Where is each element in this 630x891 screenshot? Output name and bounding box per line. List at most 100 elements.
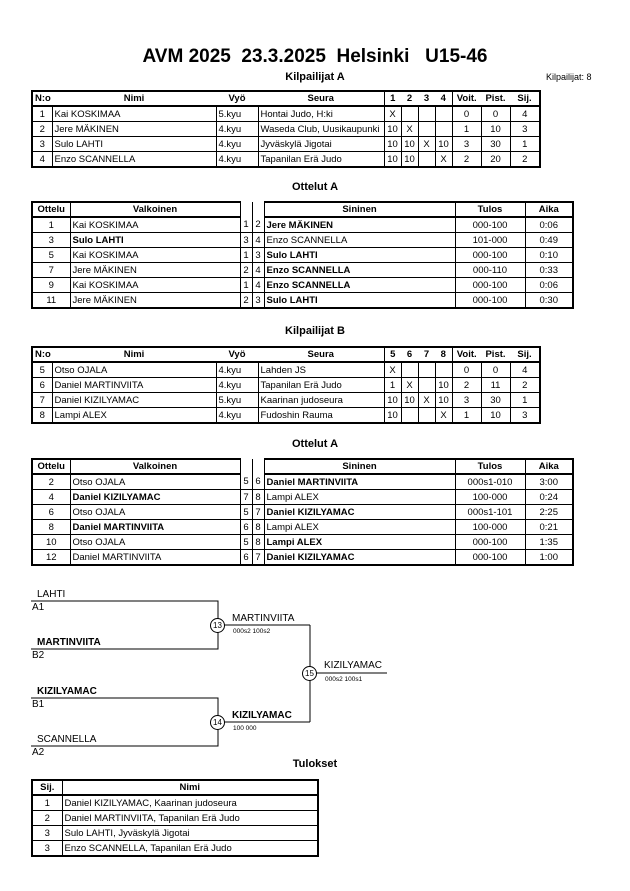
table-cell: X [417,392,435,408]
table-cell: 0 [451,362,481,378]
column-header: Sininen [263,458,455,475]
match-result: 000-100 [454,277,525,293]
match-time: 0:33 [524,262,574,278]
blue-player-number: 2 [251,217,264,233]
table-cell: 3 [509,407,541,424]
table-cell: X [400,377,418,393]
blue-player-number: 8 [251,534,264,550]
match-result: 000-100 [454,549,525,566]
match-14-winner: KIZILYAMAC [232,710,292,721]
table-cell: Kaarinan judoseura [257,392,384,408]
table-cell: 2 [509,377,541,393]
table-cell: 2 [509,151,541,168]
white-player: Otso OJALA [69,474,240,490]
blue-player-number: 8 [251,489,264,505]
match-time: 1:35 [524,534,574,550]
match-14-score: 100 000 [233,725,257,732]
table-cell [417,377,435,393]
table-cell: 30 [480,392,510,408]
match-13-marker: 13 [210,618,225,633]
table-cell: 4 [31,151,52,168]
table-cell: 10 [400,151,418,168]
match-time: 0:49 [524,232,574,248]
table-cell: Otso OJALA [51,362,216,378]
match-time: 0:06 [524,217,574,233]
column-header: Voit. [451,346,481,363]
column-header: Vyö [216,346,258,363]
table-cell: Fudoshin Rauma [257,407,384,424]
match-result: 000-100 [454,247,525,263]
blue-player: Jere MÄKINEN [263,217,455,233]
bracket-pos-a2: A2 [32,747,45,758]
column-header: Ottelu [31,201,70,218]
match-number: 1 [31,217,70,233]
table-cell: 3 [451,392,481,408]
table-cell: X [434,151,452,168]
table-cell: 5 [31,362,52,378]
white-player: Daniel MARTINVIITA [69,549,240,566]
white-player-number: 1 [239,247,252,263]
column-header: Seura [258,346,384,363]
column-header-spacer [251,202,264,217]
column-header: 4 [435,90,452,107]
blue-player: Enzo SCANNELLA [263,232,455,248]
match-time: 0:21 [524,519,574,535]
table-cell: 10 [383,151,401,168]
white-player: Otso OJALA [69,504,240,520]
blue-player-number: 6 [251,474,264,490]
table-cell: 10 [400,136,418,152]
table-cell: 20 [480,151,510,168]
table-cell [434,121,452,137]
column-header: Nimi [61,779,319,796]
column-header: Nimi [52,90,216,107]
column-header: Valkoinen [69,201,240,218]
column-header: Pist. [481,90,510,107]
table-cell: X [383,362,401,378]
match-result: 100-000 [454,519,525,535]
table-cell: Waseda Club, Uusikaupunki [257,121,384,137]
table-cell: 4.kyu [215,136,258,152]
table-cell: Lampi ALEX [51,407,216,424]
white-player: Kai KOSKIMAA [69,277,240,293]
white-player: Daniel MARTINVIITA [69,519,240,535]
table-cell: Kai KOSKIMAA [51,106,216,122]
table-cell: 4.kyu [215,407,258,424]
table-cell: Tapanilan Erä Judo [257,377,384,393]
blue-player: Lampi ALEX [263,534,455,550]
table-cell: 10 [383,136,401,152]
table-cell [400,362,418,378]
table-cell: 10 [434,392,452,408]
table-cell: 10 [383,392,401,408]
table-cell: 6 [31,377,52,393]
match-result: 000-100 [454,534,525,550]
white-player-number: 3 [239,232,252,248]
match-result: 000s1-101 [454,504,525,520]
blue-player: Enzo SCANNELLA [263,262,455,278]
table-cell: 10 [480,121,510,137]
table-cell: X [383,106,401,122]
table-cell [400,407,418,424]
table-cell: 10 [480,407,510,424]
table-cell: 30 [480,136,510,152]
match-number: 8 [31,519,70,535]
match-14-marker: 14 [210,715,225,730]
result-name: Daniel KIZILYAMAC, Kaarinan judoseura [61,795,319,811]
table-cell: Jyväskylä Jigotai [257,136,384,152]
table-cell: 0 [451,106,481,122]
blue-player-number: 3 [251,247,264,263]
blue-player: Daniel KIZILYAMAC [263,504,455,520]
table-cell [417,362,435,378]
